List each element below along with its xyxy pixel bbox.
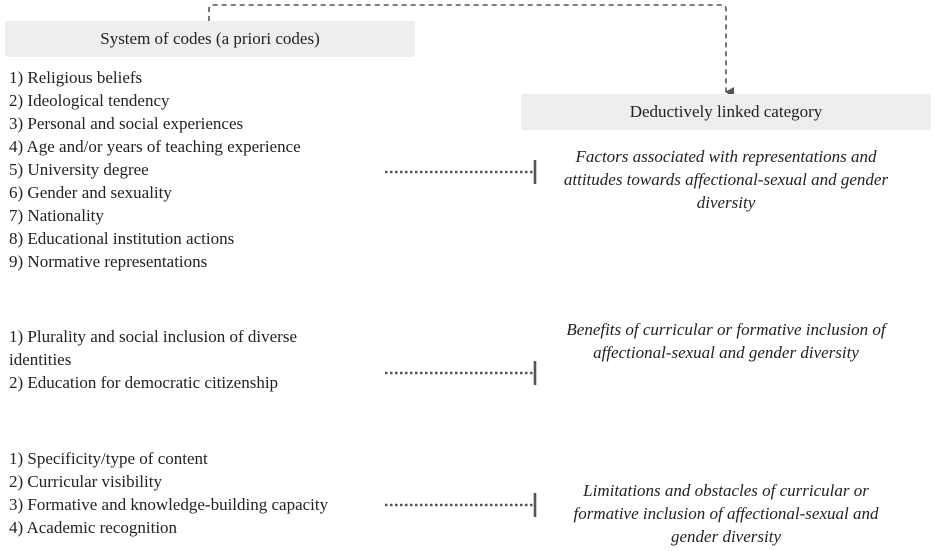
code-item: 6) Gender and sexuality xyxy=(9,183,172,202)
codes-header: System of codes (a priori codes) xyxy=(5,21,415,57)
category-header: Deductively linked category xyxy=(521,94,931,130)
category-limitations: Limitations and obstacles of curricular … xyxy=(573,481,879,546)
code-item: 3) Personal and social experiences xyxy=(9,114,244,133)
category-benefits: Benefits of curricular or formative incl… xyxy=(566,320,886,362)
code-item: 1) Plurality and social inclusion of div… xyxy=(9,327,297,346)
code-list-benefits: 1) Plurality and social inclusion of div… xyxy=(9,325,297,394)
code-item: identities xyxy=(9,350,72,369)
code-item: 5) University degree xyxy=(9,160,149,179)
code-item: 2) Curricular visibility xyxy=(9,472,162,491)
header-link-arrow xyxy=(208,4,734,97)
code-item: 1) Religious beliefs xyxy=(9,68,143,87)
code-item: 9) Normative representations xyxy=(9,252,208,271)
code-list-limitations: 1) Specificity/type of content 2) Curric… xyxy=(9,447,328,539)
code-item: 4) Age and/or years of teaching experien… xyxy=(9,137,301,156)
code-item: 1) Specificity/type of content xyxy=(9,449,208,468)
code-item: 8) Educational institution actions xyxy=(9,229,235,248)
code-item: 3) Formative and knowledge-building capa… xyxy=(9,495,329,514)
code-item: 2) Ideological tendency xyxy=(9,91,170,110)
code-item: 2) Education for democratic citizenship xyxy=(9,373,279,392)
code-item: 4) Academic recognition xyxy=(9,518,178,537)
code-list-factors: 1) Religious beliefs 2) Ideological tend… xyxy=(9,66,301,273)
code-item: 7) Nationality xyxy=(9,206,104,225)
category-factors: Factors associated with representations … xyxy=(563,147,889,212)
